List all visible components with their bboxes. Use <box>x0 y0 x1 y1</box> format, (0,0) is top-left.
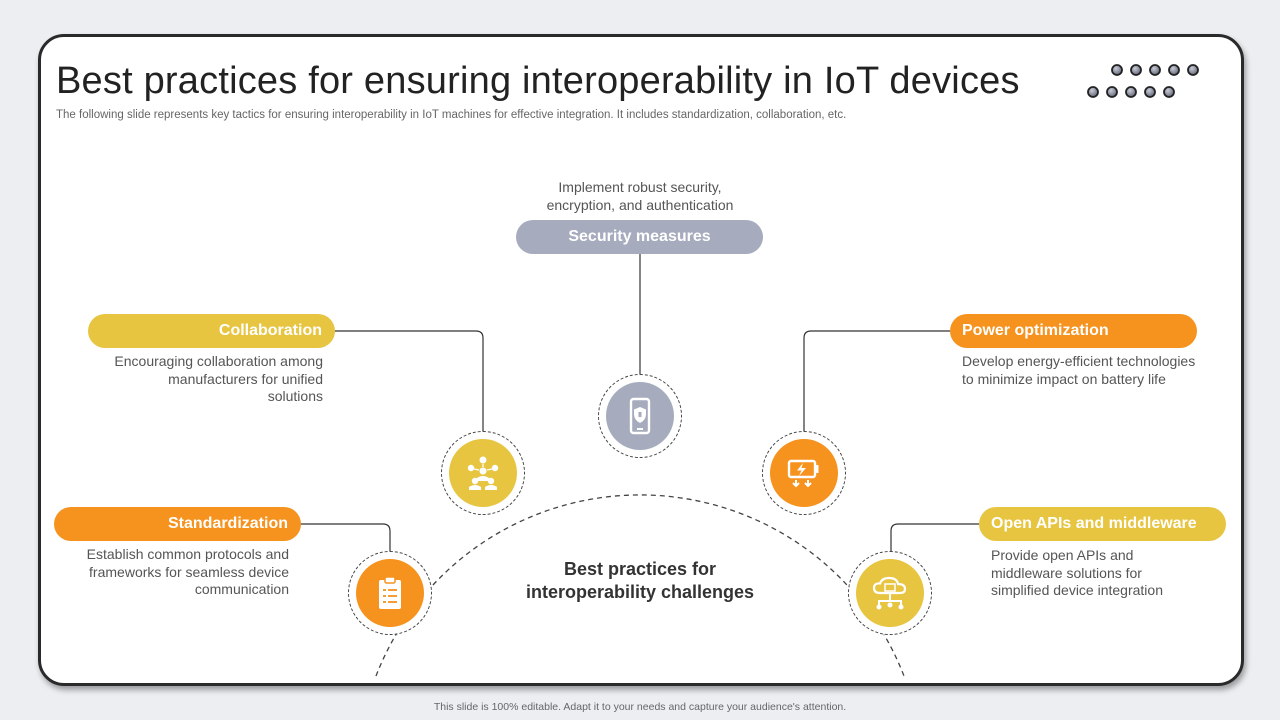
open-apis-label: Open APIs and middleware <box>979 507 1226 541</box>
standardization-label: Standardization <box>54 507 301 541</box>
footer-note: This slide is 100% editable. Adapt it to… <box>433 701 847 713</box>
battery-power-icon <box>770 439 838 507</box>
security-measures-label: Security measures <box>516 220 763 254</box>
page-subtitle: The following slide represents key tacti… <box>56 109 847 121</box>
cloud-server-icon <box>856 559 924 627</box>
security-description: Implement robust security, encryption, a… <box>546 179 734 213</box>
standardization-description: Establish common protocols and framework… <box>86 546 289 597</box>
collaboration-description: Encouraging collaboration among manufact… <box>114 353 323 404</box>
page-title: Best practices for ensuring interoperabi… <box>56 60 1020 102</box>
phone-shield-icon <box>606 382 674 450</box>
clipboard-checklist-icon <box>356 559 424 627</box>
center-hub-label: Best practices for interoperability chal… <box>525 559 755 602</box>
collaboration-label: Collaboration <box>88 314 335 348</box>
power-optimization-description: Develop energy-efficient technologies to… <box>962 353 1196 387</box>
team-network-icon <box>449 439 517 507</box>
power-optimization-label: Power optimization <box>950 314 1197 348</box>
open-apis-description: Provide open APIs and middleware solutio… <box>991 547 1163 598</box>
slide-frame <box>38 34 1244 686</box>
decorative-dots-icon <box>1087 64 1199 98</box>
